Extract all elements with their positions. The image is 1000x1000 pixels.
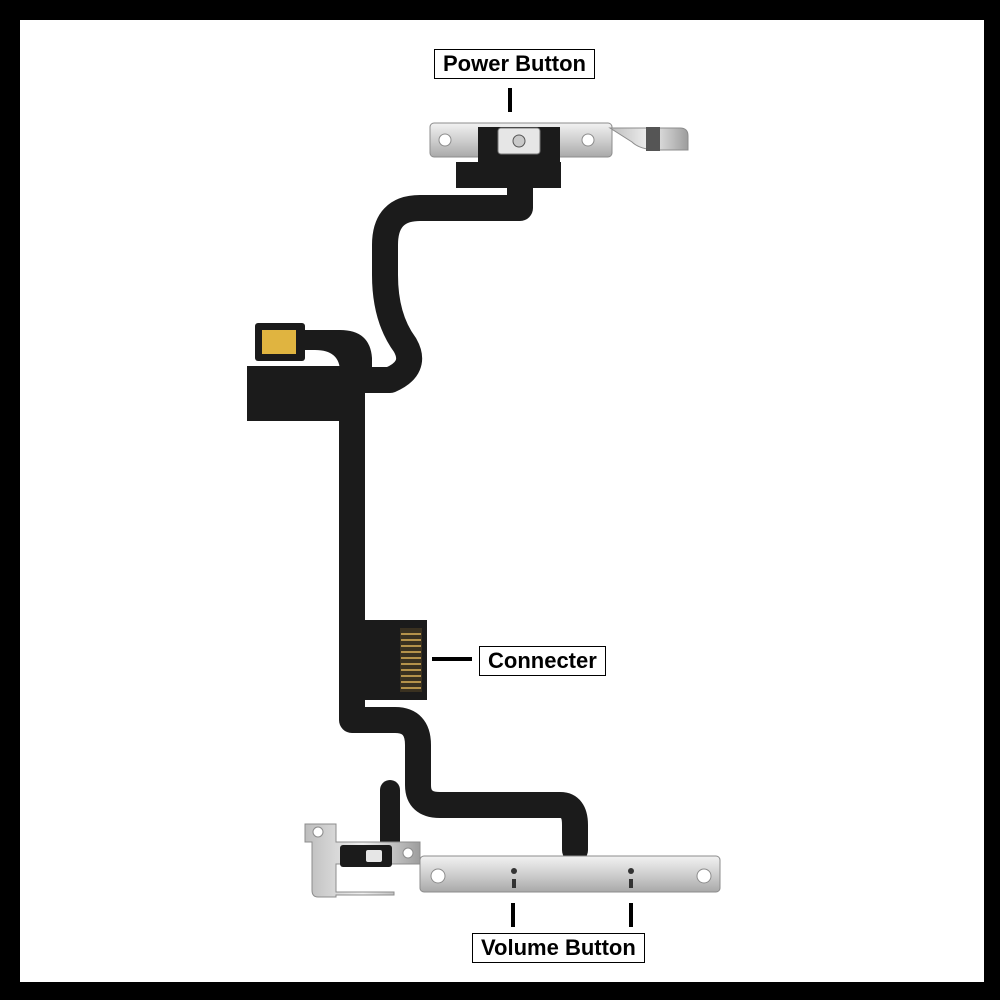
volume-up-callout	[511, 903, 515, 927]
volume-down-callout	[629, 903, 633, 927]
power-button-bracket	[429, 122, 689, 188]
power-button-callout	[508, 88, 512, 112]
volume-button-bracket	[419, 855, 721, 893]
connector-callout	[432, 657, 472, 661]
contact-pad	[262, 330, 296, 354]
volume-button-label: Volume Button	[472, 933, 645, 963]
side-flex-tab	[247, 323, 372, 421]
power-button-label: Power Button	[434, 49, 595, 79]
flex-cable-ribbon	[339, 167, 588, 863]
mute-switch-bracket	[304, 823, 421, 898]
board-connector	[352, 620, 427, 700]
connector-label: Connecter	[479, 646, 606, 676]
